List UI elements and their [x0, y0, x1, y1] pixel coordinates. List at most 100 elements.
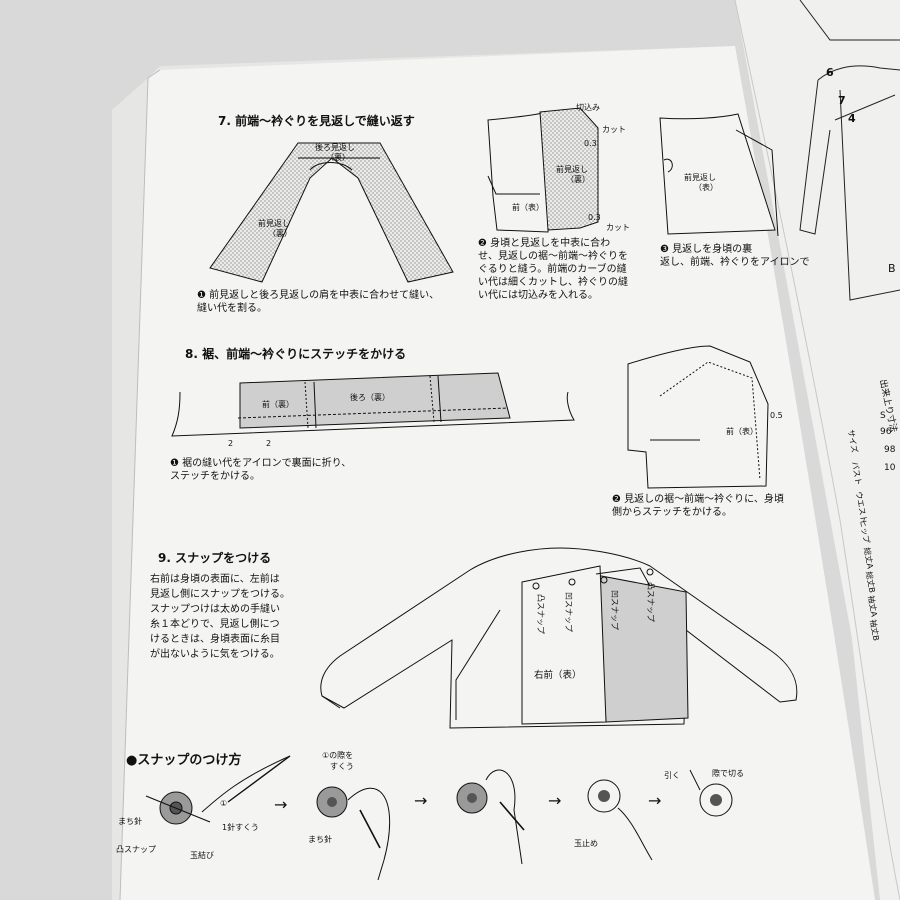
- size-row-value: S: [880, 411, 886, 421]
- size-row-label: 総丈A: [862, 547, 876, 570]
- step-9-text-1: 右前は身頃の表面に、左前は: [150, 572, 280, 585]
- step-7-title: 7. 前端～衿ぐりを見返しで縫い返す: [218, 113, 415, 128]
- step-9-text-2: 見返し側にスナップをつける。: [150, 587, 290, 600]
- step-8-title: 8. 裾、前端～衿ぐりにステッチをかける: [185, 346, 406, 361]
- facing-label-2: 前見返し: [556, 164, 588, 174]
- step-7-caption-3b: 返し、前端、衿ぐりをアイロンで: [660, 255, 810, 268]
- step-7-fig-2: 切込み カット 0.3 前見返し （裏） 前（表） 0.3 カット ❷ 身頃と見…: [478, 103, 630, 301]
- arrow-1: →: [274, 795, 287, 814]
- snap-step-2: ①の際を すくう まち針: [308, 750, 391, 881]
- snap-step-4: 玉止め: [574, 779, 653, 861]
- back-facing-label: 後ろ見返し: [315, 142, 355, 152]
- step-7-caption-2a: ❷ 身頃と見返しを中表に合わ: [478, 236, 610, 249]
- step-8-fig-2: 前（表） 0.5 ❷ 見返しの裾～前端～衿ぐりに、身頃 側からステッチをかける。: [612, 345, 784, 518]
- step-8-fig-1: 前（裏） 後ろ（裏） 2 2 ❶ 裾の縫い代をアイロンで裏面に折り、 ステッチを…: [170, 372, 575, 482]
- step-9-title: 9. スナップをつける: [158, 550, 271, 565]
- size-row-label: 袖丈A: [866, 595, 880, 618]
- snap-step-5: 引く 際で切る: [664, 768, 744, 817]
- step-7-caption-1a: ❶ 前見返しと後ろ見返しの肩を中表に合わせて縫い、: [197, 288, 439, 301]
- right-page: 6 7 4 B 出来上り寸法 サイズ S バスト 96 ウエスト 98 ヒップ …: [734, 0, 900, 900]
- front-back-label: 前（裏）: [262, 399, 294, 409]
- cut-label: 際で切る: [712, 768, 744, 778]
- measure-2b: 2: [266, 439, 271, 448]
- snap-label-concave-1: 凹スナップ: [564, 592, 573, 632]
- snap-label: 凸スナップ: [116, 845, 156, 854]
- right-number-6: 6: [826, 66, 834, 79]
- pin-label-1: まち針: [118, 816, 142, 826]
- step-9: 9. スナップをつける 右前は身頃の表面に、左前は 見返し側にスナップをつける。…: [150, 547, 798, 729]
- measure-top: 0.3: [584, 139, 597, 148]
- front-face-label: 前（表）: [726, 426, 758, 436]
- right-corner-letter: B: [888, 262, 896, 275]
- size-row-label: バスト: [850, 461, 863, 486]
- back-facing-sub: （裏）: [326, 152, 350, 162]
- circled-1-label: ①: [220, 799, 227, 808]
- snap-label-convex-1: 凸スナップ: [536, 594, 545, 634]
- step-7-fig-3: 前見返し （表） ❸ 見返しを身頃の裏 返し、前端、衿ぐりをアイロンで: [659, 113, 810, 268]
- step-9-text-6: が出ないように気をつける。: [150, 647, 280, 660]
- right-front-label: 右前（表）: [534, 669, 582, 681]
- snap-label-concave-2: 凹スナップ: [610, 590, 619, 630]
- tie-label: 玉止め: [574, 838, 598, 848]
- jacket-illustration: 凸スナップ 凹スナップ 凹スナップ 凸スナップ 右前（表）: [320, 547, 798, 729]
- size-row-label: 総丈B: [864, 571, 878, 594]
- right-number-4: 4: [848, 112, 856, 125]
- step-9-text-3: スナップつけは太めの手縫い: [150, 602, 280, 615]
- size-row-value: 10: [884, 463, 896, 473]
- step-7-caption-1b: 縫い代を割る。: [197, 301, 267, 314]
- snap-method-title: ●スナップのつけ方: [126, 752, 241, 768]
- pin-label-2: まち針: [308, 834, 332, 844]
- notch-label: 切込み: [576, 103, 600, 112]
- step-8: 8. 裾、前端～衿ぐりにステッチをかける 前（裏） 後ろ（裏） 2 2 ❶ 裾の…: [170, 345, 784, 518]
- snap-dot-3: [600, 576, 608, 584]
- measure-2a: 2: [228, 439, 233, 448]
- size-row-value: 98: [884, 445, 896, 455]
- facing-label-3: 前見返し: [684, 172, 716, 182]
- step-7-caption-3a: ❸ 見返しを身頃の裏: [660, 242, 752, 255]
- snap-dot-2: [568, 578, 576, 586]
- knot-label: 玉結び: [190, 850, 214, 860]
- stitch-label: 1針すくう: [222, 822, 259, 832]
- step-7: 7. 前端～衿ぐりを見返しで縫い返す 後ろ見返し （裏） 前見返し （裏） ❶ …: [197, 103, 810, 314]
- snap-dot-4: [646, 568, 654, 576]
- arrow-2: →: [414, 791, 427, 810]
- back-back-label: 後ろ（裏）: [350, 392, 390, 402]
- snap-method: ●スナップのつけ方 まち針 凸スナップ 玉結び 1針すくう ① → ①の際を す…: [116, 750, 744, 881]
- size-row-value: 96: [880, 427, 892, 437]
- body-label-2: 前（表）: [512, 202, 544, 212]
- cut-top-label: カット: [602, 125, 626, 134]
- snap-step-3: [456, 769, 525, 865]
- facing-sub-3: （表）: [694, 182, 718, 192]
- step-9-text-4: 糸１本どりで、見返し側につ: [150, 617, 280, 630]
- step-7-caption-2b: せ、見返しの裾～前端～衿ぐりを: [478, 249, 628, 262]
- step-7-caption-2d: い代は細くカットし、衿ぐりの縫: [478, 275, 628, 288]
- pull-label: 引く: [664, 771, 680, 780]
- snap-dot-1: [532, 582, 540, 590]
- step-9-text-5: けるときは、身頃表面に糸目: [150, 632, 280, 645]
- arrow-4: →: [648, 791, 661, 810]
- step-8-caption-2b: 側からステッチをかける。: [612, 505, 732, 518]
- measure-bottom: 0.3: [588, 213, 601, 222]
- facing-sub-2: （裏）: [566, 174, 590, 184]
- step-7-caption-2c: ぐるりと縫う。前端のカーブの縫: [478, 262, 627, 275]
- snap-step-1: まち針 凸スナップ 玉結び 1針すくう ①: [116, 755, 291, 860]
- front-facing-label: 前見返し: [258, 218, 290, 228]
- arrow-3: →: [548, 791, 561, 810]
- right-number-7: 7: [838, 94, 846, 107]
- step-7-fig-1: 後ろ見返し （裏） 前見返し （裏） ❶ 前見返しと後ろ見返しの肩を中表に合わせ…: [197, 142, 454, 314]
- step-7-caption-2e: い代には切込みを入れる。: [478, 289, 598, 301]
- front-facing-sub: （裏）: [268, 228, 292, 238]
- scoop-label-1: ①の際を: [322, 750, 353, 760]
- step-8-caption-2a: ❷ 見返しの裾～前端～衿ぐりに、身頃: [612, 492, 784, 505]
- size-row-label: サイズ: [846, 429, 860, 454]
- cut-bottom-label: カット: [606, 223, 630, 232]
- measure-05: 0.5: [770, 411, 783, 420]
- snap-label-convex-2: 凸スナップ: [646, 582, 655, 622]
- size-row-label: 袖丈B: [868, 619, 882, 642]
- size-table-rows: サイズ S バスト 96 ウエスト 98 ヒップ 10 総丈A 総丈B 袖丈A …: [846, 411, 896, 642]
- scoop-label-2: すくう: [330, 762, 354, 771]
- size-row-label: ヒップ: [858, 519, 871, 544]
- step-8-caption-1b: ステッチをかける。: [170, 470, 260, 482]
- step-8-caption-1a: ❶ 裾の縫い代をアイロンで裏面に折り、: [170, 456, 351, 469]
